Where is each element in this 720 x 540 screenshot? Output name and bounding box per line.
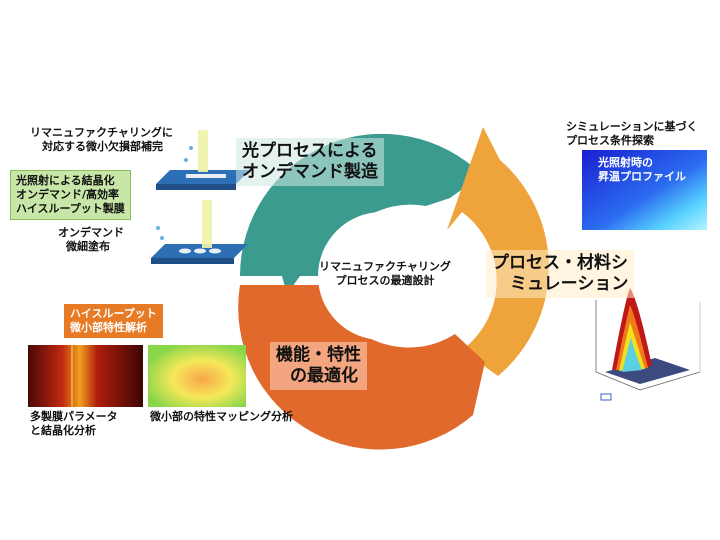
- red-segment-label: 機能・特性 の最適化: [270, 342, 367, 390]
- repair-caption: リマニュファクチャリングに 対応する微小欠損部補完: [30, 126, 173, 154]
- sim-caption-line-1: シミュレーションに基づく: [566, 120, 698, 133]
- mapping-caption: 微小部の特性マッピング分析: [150, 410, 293, 423]
- orange-label-line-1: プロセス・材料シ: [492, 253, 628, 273]
- repair-caption-line-1: リマニュファクチャリングに: [30, 126, 173, 139]
- sim-image-title-line-2: 昇温プロファイル: [598, 170, 686, 183]
- throughput-box: ハイスループット 微小部特性解析: [64, 304, 163, 338]
- coating-caption: オンデマンド 微細塗布: [58, 226, 124, 254]
- center-text: リマニュファクチャリング プロセスの最適設計: [310, 260, 460, 288]
- teal-label-line-1: 光プロセスによる: [242, 141, 378, 161]
- crystal-box-line-2: オンデマンド/高効率: [16, 188, 120, 201]
- multi-caption-line-2: と結晶化分析: [30, 424, 96, 437]
- coating-caption-line-1: オンデマンド: [58, 226, 124, 239]
- teal-label-line-2: オンデマンド製造: [242, 162, 378, 182]
- coating-plate-illustration: [151, 200, 248, 264]
- throughput-box-line-2: 微小部特性解析: [70, 321, 147, 334]
- teal-segment-label: 光プロセスによる オンデマンド製造: [236, 138, 384, 186]
- surface-plot-image: [595, 288, 701, 401]
- repair-plate-illustration: [156, 130, 250, 190]
- center-circle: [318, 212, 446, 340]
- orange-label-line-2: ミュレーション: [510, 274, 629, 294]
- multi-caption: 多製膜パラメータ と結晶化分析: [30, 410, 118, 438]
- multi-caption-line-1: 多製膜パラメータ: [30, 410, 118, 423]
- sim-caption-line-2: プロセス条件探索: [566, 134, 654, 147]
- sim-image-title-line-1: 光照射時の: [598, 156, 653, 169]
- orange-segment-label: プロセス・材料シ ミュレーション: [486, 250, 635, 298]
- red-label-line-1: 機能・特性: [276, 345, 361, 365]
- crystal-box: 光照射による結晶化 オンデマンド/高効率 ハイスループット製膜: [10, 170, 131, 220]
- repair-caption-line-2: 対応する微小欠損部補完: [42, 140, 163, 153]
- crystal-box-line-1: 光照射による結晶化: [16, 174, 115, 187]
- mapping-image: [148, 345, 246, 407]
- multi-film-image: [28, 345, 143, 407]
- throughput-box-line-1: ハイスループット: [70, 307, 157, 320]
- coating-caption-line-2: 微細塗布: [66, 240, 110, 253]
- red-label-line-2: の最適化: [290, 366, 358, 386]
- sim-image-title: 光照射時の 昇温プロファイル: [598, 156, 686, 184]
- crystal-box-line-3: ハイスループット製膜: [16, 202, 125, 215]
- center-text-line-2: プロセスの最適設計: [335, 274, 435, 287]
- sim-caption: シミュレーションに基づく プロセス条件探索: [566, 120, 698, 148]
- center-text-line-1: リマニュファクチャリング: [319, 260, 451, 273]
- heat-profile-image: [582, 150, 707, 230]
